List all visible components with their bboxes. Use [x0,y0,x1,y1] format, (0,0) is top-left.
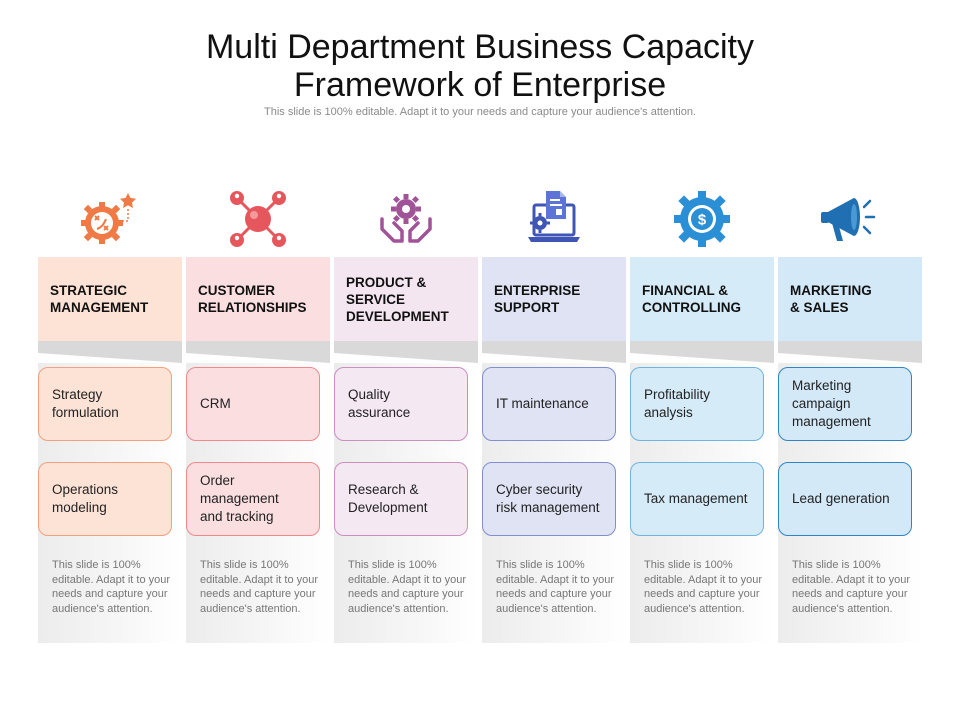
megaphone-icon [778,185,922,255]
svg-text:$: $ [698,212,707,229]
header-fold-shadow [482,341,626,363]
header-fold-shadow [186,341,330,363]
column-note: This slide is 100% editable. Adapt it to… [348,559,467,615]
card-research-development: Research & Development [334,462,468,536]
title-line-2: Framework of Enterprise [293,66,667,104]
column-note: This slide is 100% editable. Adapt it to… [644,559,763,615]
header-fold-shadow [334,341,478,363]
strategy-gear-icon [38,185,182,255]
column-enterprise-support: ENTERPRISE SUPPORT IT maintenance Cyber … [482,185,626,643]
card-quality-assurance: Quality assurance [334,367,468,441]
card-it-maintenance: IT maintenance [482,367,616,441]
hands-gear-icon [334,185,478,255]
column-note: This slide is 100% editable. Adapt it to… [52,559,171,615]
page-title: Multi Department Business Capacity Frame… [0,28,960,104]
card-marketing-campaign: Marketing campaign management [778,367,912,441]
network-icon [186,185,330,255]
card-crm: CRM [186,367,320,441]
card-cyber-security: Cyber security risk management [482,462,616,536]
header-financial-controlling: FINANCIAL & CONTROLLING [630,257,774,341]
header-strategic-management: STRATEGIC MANAGEMENT [38,257,182,341]
column-financial-controlling: $ FINANCIAL & CONTROLLING Profitability … [630,185,774,643]
column-strategic-management: STRATEGIC MANAGEMENT Strategy formulatio… [38,185,182,643]
header-fold-shadow [778,341,922,363]
header-fold-shadow [38,341,182,363]
dollar-gear-icon: $ [630,185,774,255]
header-product-service-development: PRODUCT & SERVICE DEVELOPMENT [334,257,478,341]
column-note: This slide is 100% editable. Adapt it to… [496,559,615,615]
title-line-1: Multi Department Business Capacity [205,28,754,66]
column-customer-relationships: CUSTOMER RELATIONSHIPS CRM Order managem… [186,185,330,643]
card-profitability-analysis: Profitability analysis [630,367,764,441]
laptop-document-icon [482,185,626,255]
card-order-management: Order management and tracking [186,462,320,536]
header-enterprise-support: ENTERPRISE SUPPORT [482,257,626,341]
card-strategy-formulation: Strategy formulation [38,367,172,441]
column-marketing-sales: MARKETING & SALES Marketing campaign man… [778,185,922,643]
column-note: This slide is 100% editable. Adapt it to… [200,559,319,615]
card-lead-generation: Lead generation [778,462,912,536]
header-marketing-sales: MARKETING & SALES [778,257,922,341]
header-customer-relationships: CUSTOMER RELATIONSHIPS [186,257,330,341]
column-note: This slide is 100% editable. Adapt it to… [792,559,911,615]
header-fold-shadow [630,341,774,363]
card-tax-management: Tax management [630,462,764,536]
card-operations-modeling: Operations modeling [38,462,172,536]
page-subtitle: This slide is 100% editable. Adapt it to… [264,106,696,118]
column-product-service-development: PRODUCT & SERVICE DEVELOPMENT Quality as… [334,185,478,643]
